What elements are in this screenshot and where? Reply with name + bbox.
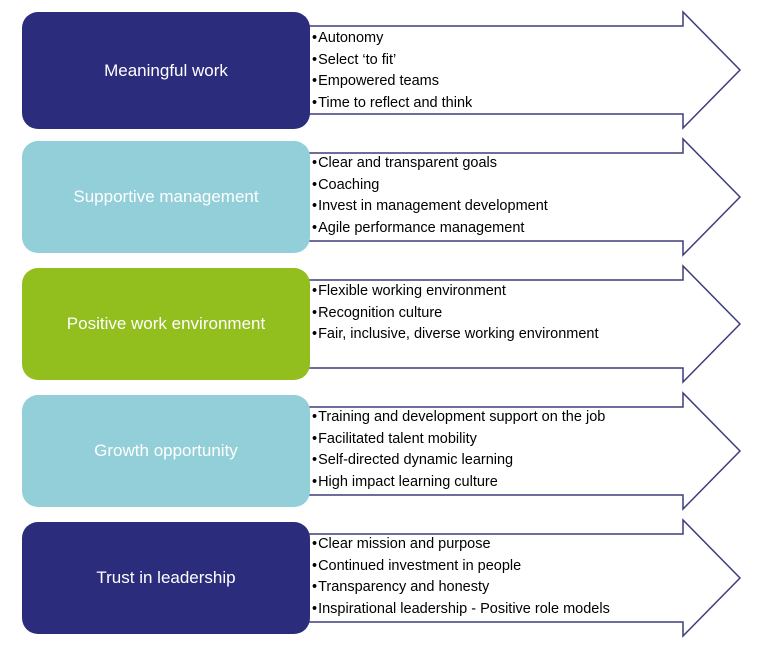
bullet-item: Continued investment in people	[312, 556, 610, 578]
category-title: Supportive management	[73, 187, 259, 206]
category-title: Positive work environment	[66, 314, 266, 333]
category-box: Growth opportunity	[22, 395, 310, 507]
row-supportive-management: Supportive management Clear and transpar…	[0, 137, 768, 257]
bullet-item: Select ‘to fit’	[312, 50, 472, 72]
bullet-item: Invest in management development	[312, 196, 548, 218]
bullet-item: Fair, inclusive, diverse working environ…	[312, 324, 598, 346]
bullet-item: Empowered teams	[312, 71, 472, 93]
bullet-item: Clear mission and purpose	[312, 534, 610, 556]
row-meaningful-work: Meaningful work Autonomy Select ‘to fit’…	[0, 10, 768, 130]
bullet-list: Clear and transparent goals Coaching Inv…	[312, 153, 548, 239]
row-positive-work-environment: Positive work environment Flexible worki…	[0, 264, 768, 384]
bullet-item: Flexible working environment	[312, 281, 599, 303]
bullet-list: Autonomy Select ‘to fit’ Empowered teams…	[312, 28, 472, 114]
category-title: Meaningful work	[104, 60, 228, 80]
bullet-item: Coaching	[312, 175, 548, 197]
bullet-item: Agile performance management	[312, 218, 548, 240]
bullet-item: Training and development support on the …	[312, 407, 605, 429]
bullet-item: Clear and transparent goals	[312, 153, 548, 175]
bullet-item: Recognition culture	[312, 303, 599, 325]
bullet-item: Transparency and honesty	[312, 577, 610, 599]
bullet-item: High impact learning culture	[312, 472, 605, 494]
category-box: Positive work environment	[22, 268, 310, 380]
bullet-list: Clear mission and purpose Continued inve…	[312, 534, 610, 620]
bullet-item: Time to reflect and think	[312, 93, 472, 115]
category-box: Supportive management	[22, 141, 310, 253]
bullet-list: Flexible working environment Recognition…	[312, 281, 599, 346]
category-box: Meaningful work	[22, 12, 310, 129]
bullet-item: Inspirational leadership - Positive role…	[312, 599, 610, 621]
category-box: Trust in leadership	[22, 522, 310, 634]
row-trust-in-leadership: Trust in leadership Clear mission and pu…	[0, 518, 768, 638]
bullet-item: Facilitated talent mobility	[312, 429, 605, 451]
bullet-item: Autonomy	[312, 28, 472, 50]
bullet-list: Training and development support on the …	[312, 407, 605, 493]
category-title: Growth opportunity	[94, 441, 238, 460]
bullet-item: Self-directed dynamic learning	[312, 450, 605, 472]
category-title: Trust in leadership	[96, 568, 236, 587]
row-growth-opportunity: Growth opportunity Training and developm…	[0, 391, 768, 511]
